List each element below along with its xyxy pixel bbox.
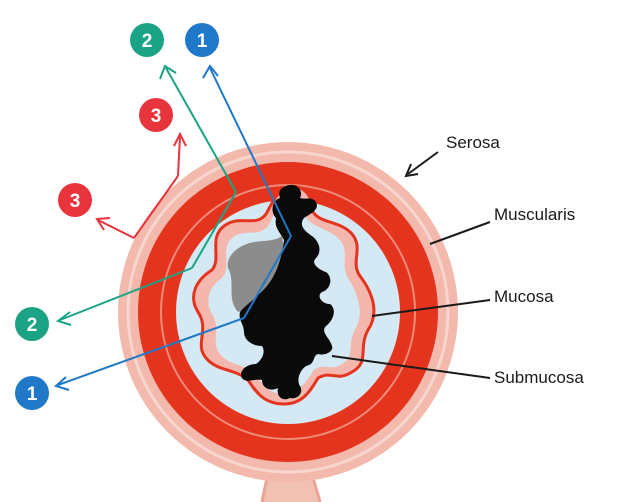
- badge-red-lower: 3: [58, 183, 92, 217]
- label-submucosa: Submucosa: [494, 368, 584, 387]
- label-mucosa: Mucosa: [494, 287, 554, 306]
- serosa-leader: [408, 152, 438, 174]
- label-muscularis: Muscularis: [494, 205, 575, 224]
- svg-text:2: 2: [27, 315, 38, 336]
- svg-text:3: 3: [151, 106, 162, 127]
- badge-blue-lower: 1: [15, 376, 49, 410]
- badge-green-lower: 2: [15, 307, 49, 341]
- badge-green-top: 2: [130, 23, 164, 57]
- label-serosa: Serosa: [446, 133, 500, 152]
- svg-text:2: 2: [142, 31, 153, 52]
- arrowhead-blue-upper: [203, 66, 218, 78]
- svg-text:3: 3: [70, 191, 81, 212]
- badge-blue-top: 1: [185, 23, 219, 57]
- badge-red-upper: 3: [139, 98, 173, 132]
- muscularis-leader: [430, 222, 490, 244]
- penetration-line-red-upper: [178, 136, 180, 176]
- svg-text:1: 1: [27, 384, 38, 405]
- svg-text:1: 1: [197, 31, 208, 52]
